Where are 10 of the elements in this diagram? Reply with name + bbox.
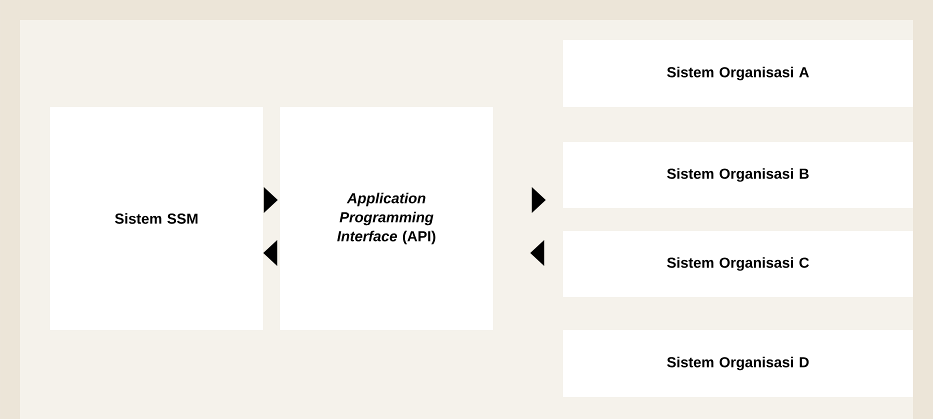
system-box: Sistem Organisasi B (563, 142, 913, 208)
arrow (530, 240, 546, 266)
system-box: Sistem Organisasi D (563, 330, 913, 397)
arrow (263, 240, 280, 266)
system-box: Sistem Organisasi C (563, 231, 913, 297)
arrow (263, 187, 278, 213)
system-box: Sistem SSM (50, 107, 263, 330)
system-box: Sistem Organisasi A (563, 40, 913, 107)
system-box: Application Programming Interface (API) (280, 107, 493, 330)
arrow (530, 187, 546, 213)
